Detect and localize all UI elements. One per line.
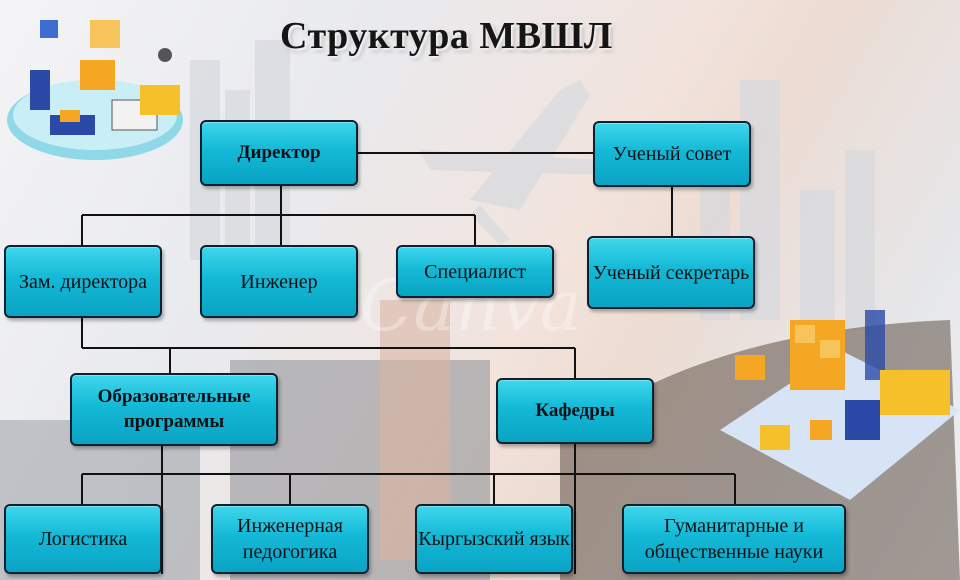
node-engineer: Инженер bbox=[200, 245, 358, 318]
node-kyrgyz-language: Кыргызский язык bbox=[415, 504, 573, 574]
node-specialist: Специалист bbox=[396, 245, 554, 298]
node-educational-programs: Образовательные программы bbox=[70, 373, 278, 446]
node-logistics: Логистика bbox=[4, 504, 162, 574]
node-engineering-pedagogy: Инженерная педогогика bbox=[211, 504, 369, 574]
page-title: Структура МВШЛ bbox=[280, 15, 613, 57]
node-academic-secretary: Ученый секретарь bbox=[587, 236, 755, 309]
node-deputy-director: Зам. директора bbox=[4, 245, 162, 318]
node-humanities: Гуманитарные и общественные науки bbox=[622, 504, 846, 574]
node-departments: Кафедры bbox=[496, 378, 654, 444]
node-director: Директор bbox=[200, 120, 358, 186]
node-academic-council: Ученый совет bbox=[593, 121, 751, 187]
